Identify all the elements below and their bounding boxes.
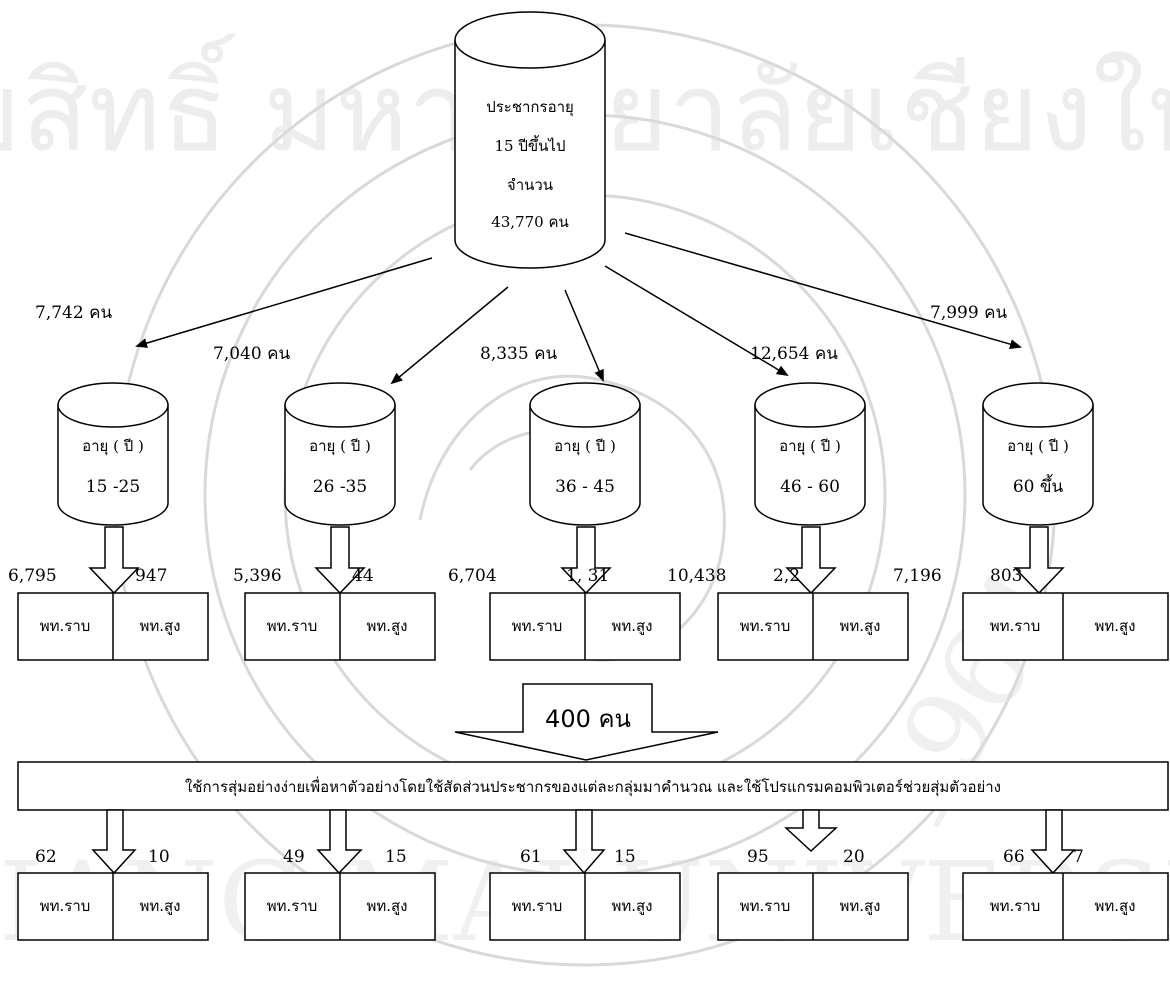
branch-arrow-3 xyxy=(564,289,604,382)
down-arrow xyxy=(88,526,140,595)
sample-box-3: พท.ราบ พท.สูง xyxy=(489,872,681,941)
sample-highland-4: 20 xyxy=(843,847,865,867)
age-range: 60 ขึ้น xyxy=(1013,474,1064,497)
highland-label: พท.สูง xyxy=(611,617,652,635)
lowland-label: พท.ราบ xyxy=(40,617,91,635)
highland-label: พท.สูง xyxy=(1094,617,1135,635)
sample-highland-2: 15 xyxy=(385,847,407,867)
sample-arrow-4 xyxy=(784,809,838,853)
population-line-1: ประชากรอายุ xyxy=(486,98,574,117)
highland-label: พท.สูง xyxy=(1094,897,1135,915)
branch-arrows xyxy=(135,232,1022,385)
sample-highland-1: 10 xyxy=(148,847,170,867)
sample-arrow-2 xyxy=(316,809,363,875)
down-arrow xyxy=(785,526,837,595)
sample-lowland-2: 49 xyxy=(283,847,305,867)
sample-highland-5: 7 xyxy=(1073,847,1084,867)
branch-arrow-2 xyxy=(390,286,509,385)
sample-box-1: พท.ราบ พท.สูง xyxy=(17,872,209,941)
lowland-label: พท.ราบ xyxy=(740,897,791,915)
sample-arrow-5 xyxy=(1030,809,1076,875)
down-arrow xyxy=(560,526,612,595)
lowland-count: 7,196 xyxy=(893,566,942,586)
lowland-label: พท.ราบ xyxy=(267,617,318,635)
age-group-4: อายุ ( ปี ) 46 - 60 10,438 2,2 พท.ราบ พท… xyxy=(667,382,909,661)
lowland-label: พท.ราบ xyxy=(512,617,563,635)
sample-box-2: พท.ราบ พท.สูง xyxy=(244,872,436,941)
sample-box-5: พท.ราบ พท.สูง xyxy=(962,872,1169,941)
population-line-2: 15 ปีขึ้นไป xyxy=(495,135,566,155)
highland-label: พท.สูง xyxy=(139,617,180,635)
sample-lowland-5: 66 xyxy=(1003,847,1025,867)
lowland-label: พท.ราบ xyxy=(990,617,1041,635)
branch-arrow-1 xyxy=(135,257,433,348)
highland-label: พท.สูง xyxy=(139,897,180,915)
sampling-method-text: ใช้การสุ่มอย่างง่ายเพื่อหาตัวอย่างโดยใช้… xyxy=(185,776,1001,797)
down-arrow xyxy=(1013,526,1065,595)
highland-count: 2,2 xyxy=(773,566,800,586)
age-range: 36 - 45 xyxy=(555,477,615,497)
highland-label: พท.สูง xyxy=(611,897,652,915)
sample-arrow-3 xyxy=(562,809,606,875)
population-cylinder: ประชากรอายุ 15 ปีขึ้นไป จำนวน 43,770 คน xyxy=(454,11,606,269)
sample-total-arrow: 400 คน xyxy=(454,683,719,761)
sample-lowland-4: 95 xyxy=(747,847,769,867)
lowland-count: 10,438 xyxy=(667,566,726,586)
lowland-count: 6,704 xyxy=(448,566,497,586)
age-group-3: อายุ ( ปี ) 36 - 45 6,704 1, 31 พท.ราบ พ… xyxy=(448,382,681,661)
sample-arrow-1 xyxy=(91,809,137,875)
branch-count-4: 12,654 คน xyxy=(750,344,838,364)
lowland-label: พท.ราบ xyxy=(990,897,1041,915)
age-group-2: อายุ ( ปี ) 26 -35 5,396 44 พท.ราบ พท.สู… xyxy=(233,382,436,661)
highland-count: 1, 31 xyxy=(566,566,609,586)
highland-count: 44 xyxy=(352,566,374,586)
age-label: อายุ ( ปี ) xyxy=(309,437,371,456)
age-range: 26 -35 xyxy=(313,477,367,497)
age-label: อายุ ( ปี ) xyxy=(82,437,144,456)
age-label: อายุ ( ปี ) xyxy=(554,437,616,456)
branch-arrow-5 xyxy=(624,232,1022,350)
sampling-method-box: ใช้การสุ่มอย่างง่ายเพื่อหาตัวอย่างโดยใช้… xyxy=(17,761,1169,811)
age-range: 15 -25 xyxy=(86,477,140,497)
branch-count-3: 8,335 คน xyxy=(480,344,557,364)
lowland-label: พท.ราบ xyxy=(740,617,791,635)
sample-lowland-1: 62 xyxy=(35,847,57,867)
branch-count-2: 7,040 คน xyxy=(213,344,290,364)
population-line-3: จำนวน xyxy=(507,176,553,194)
highland-count: 947 xyxy=(135,566,167,586)
age-label: อายุ ( ปี ) xyxy=(779,437,841,456)
age-group-5: อายุ ( ปี ) 60 ขึ้น 7,196 803 พท.ราบ พท.… xyxy=(893,382,1169,661)
sample-box-4: พท.ราบ พท.สูง xyxy=(717,872,909,941)
lowland-label: พท.ราบ xyxy=(512,897,563,915)
lowland-label: พท.ราบ xyxy=(267,897,318,915)
age-group-1: อายุ ( ปี ) 15 -25 6,795 947 พท.ราบ พท.ส… xyxy=(8,382,209,661)
highland-label: พท.สูง xyxy=(366,897,407,915)
sample-highland-3: 15 xyxy=(614,847,636,867)
highland-label: พท.สูง xyxy=(366,617,407,635)
lowland-count: 5,396 xyxy=(233,566,282,586)
lowland-count: 6,795 xyxy=(8,566,57,586)
highland-label: พท.สูง xyxy=(839,897,880,915)
sample-lowland-3: 61 xyxy=(520,847,542,867)
population-line-4: 43,770 คน xyxy=(491,213,569,231)
down-arrow xyxy=(314,526,366,595)
sample-total: 400 คน xyxy=(545,705,631,733)
branch-count-1: 7,742 คน xyxy=(35,303,112,323)
age-range: 46 - 60 xyxy=(780,477,840,497)
highland-label: พท.สูง xyxy=(839,617,880,635)
branch-arrow-4 xyxy=(604,265,789,377)
branch-count-5: 7,999 คน xyxy=(930,303,1007,323)
age-label: อายุ ( ปี ) xyxy=(1007,437,1069,456)
highland-count: 803 xyxy=(990,566,1022,586)
lowland-label: พท.ราบ xyxy=(40,897,91,915)
